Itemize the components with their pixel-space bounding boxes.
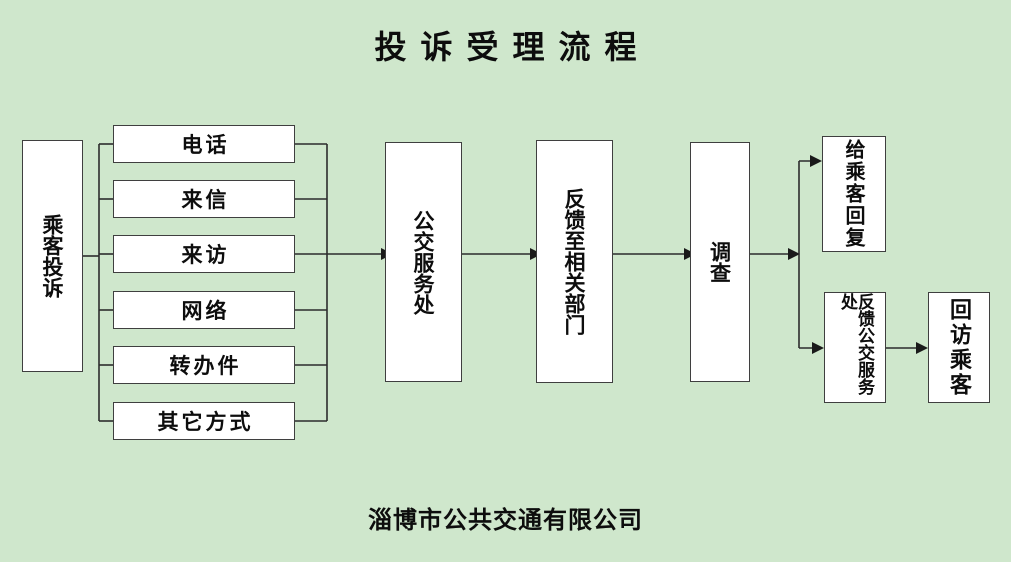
page-title: 投诉受理流程 <box>374 28 651 66</box>
node-label: 公交服务处 <box>411 209 436 315</box>
node-channel-visit[interactable]: 来访 <box>113 235 295 273</box>
node-channel-internet[interactable]: 网络 <box>113 291 295 329</box>
node-channel-other-methods[interactable]: 其它方式 <box>113 402 295 440</box>
node-label: 电话 <box>181 131 230 157</box>
node-label: 来访 <box>181 241 230 267</box>
node-label: 其它方式 <box>157 408 254 434</box>
node-label: 回访乘客 <box>946 297 972 398</box>
node-label: 反馈至相关部门 <box>562 188 587 335</box>
node-bus-service-office[interactable]: 公交服务处 <box>385 142 462 382</box>
company-footer: 淄博市公共交通有限公司 <box>368 505 643 534</box>
node-channel-transferred-case[interactable]: 转办件 <box>113 346 295 384</box>
node-feedback-to-office[interactable]: 反馈公交服务处 <box>824 292 886 403</box>
node-passenger-complaint[interactable]: 乘客投诉 <box>22 140 83 372</box>
node-label: 网络 <box>181 297 230 323</box>
node-reply-to-passenger[interactable]: 给乘客回复 <box>822 136 886 252</box>
node-label: 给乘客回复 <box>842 139 866 249</box>
node-investigate[interactable]: 调查 <box>690 142 750 382</box>
node-label: 调查 <box>707 241 733 283</box>
node-label: 转办件 <box>169 352 242 378</box>
node-revisit-passenger[interactable]: 回访乘客 <box>928 292 990 403</box>
node-label: 乘客投诉 <box>40 214 65 298</box>
node-label: 来信 <box>181 186 230 212</box>
node-forward-to-department[interactable]: 反馈至相关部门 <box>536 140 613 383</box>
node-channel-letter[interactable]: 来信 <box>113 180 295 218</box>
node-channel-phone[interactable]: 电话 <box>113 125 295 163</box>
node-label: 反馈公交服务处 <box>837 293 874 395</box>
